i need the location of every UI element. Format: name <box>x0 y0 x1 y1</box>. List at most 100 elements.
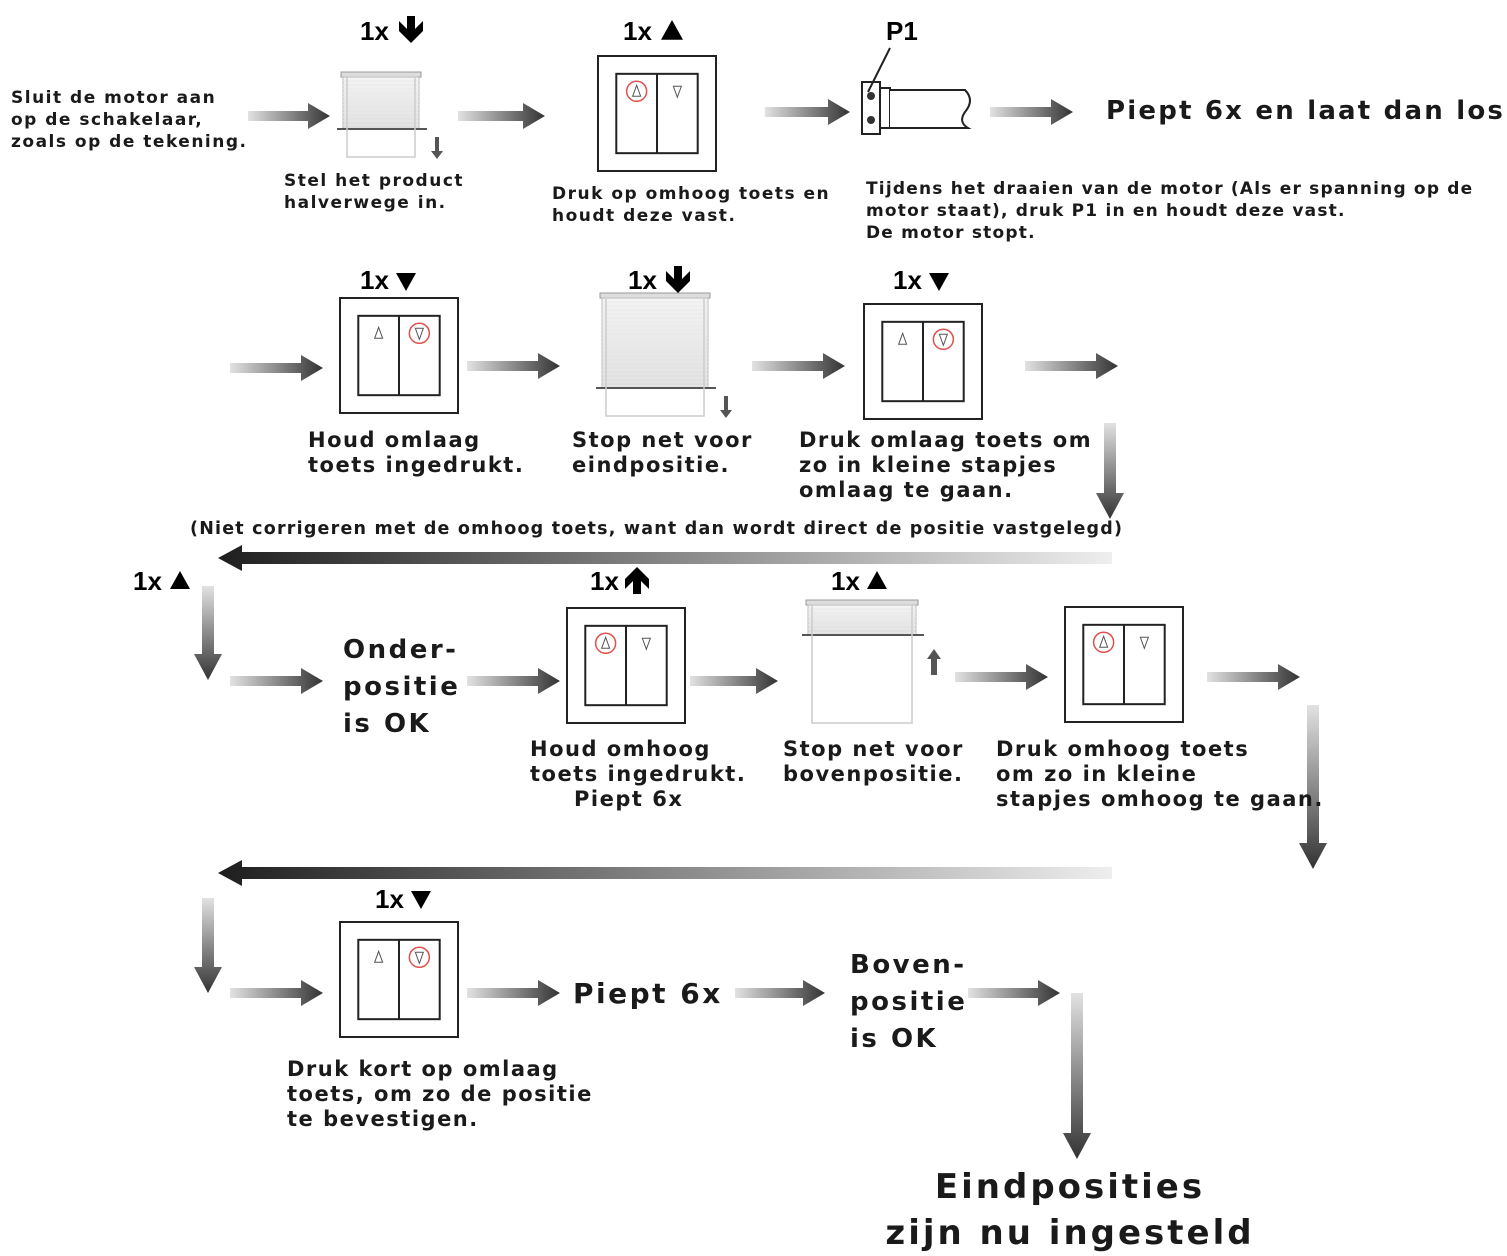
flow-arrow-right <box>1207 664 1300 690</box>
flow-arrow-right <box>955 664 1048 690</box>
wall-switch <box>597 55 717 172</box>
roller-shade <box>596 292 732 418</box>
window-frame <box>346 76 416 158</box>
pressed-key-marker <box>625 80 648 103</box>
flow-arrow-right <box>467 668 560 694</box>
flow-arrow-right <box>1025 353 1118 379</box>
flow-arrow-right <box>690 668 778 694</box>
down-arrow-icon <box>1139 636 1150 650</box>
flow-arrow-down <box>194 586 222 680</box>
flow-arrow-right <box>467 353 560 379</box>
flow-arrow-right <box>458 103 545 129</box>
result-beep-release: Piept 6x en laat dan los <box>1106 96 1506 126</box>
move-down-arrow-icon <box>720 396 732 418</box>
bold-arrow-down-icon <box>666 266 690 293</box>
flow-arrow-down <box>1299 705 1327 869</box>
up-arrow-icon <box>600 635 611 649</box>
wall-switch <box>863 303 983 420</box>
triangle-down-icon <box>396 273 416 291</box>
wall-switches <box>339 55 1184 1038</box>
badge-down-3: 1x <box>628 265 657 295</box>
triangle-up-icon <box>170 571 190 589</box>
up-arrow-icon <box>373 949 384 963</box>
p1-note: Tijdens het draaien van de motor (Als er… <box>866 179 1474 243</box>
badge-up-3: 1x <box>590 566 619 596</box>
badge-down-5: 1x <box>375 884 404 914</box>
flow-arrow-right <box>230 355 323 381</box>
move-down-arrow-icon <box>431 137 443 159</box>
down-arrow-icon <box>938 333 949 347</box>
triangle-up-icon <box>661 20 683 40</box>
shade-fabric <box>601 297 709 389</box>
down-arrow-icon <box>641 637 652 651</box>
window-frame <box>811 604 913 724</box>
beep-6x: Piept 6x <box>573 977 723 1010</box>
wall-switch <box>566 607 686 724</box>
flow-arrow-down <box>1096 423 1124 519</box>
bold-arrow-up-icon <box>625 567 649 594</box>
badge-up-4: 1x <box>831 566 860 596</box>
pressed-key-marker <box>594 632 617 655</box>
up-arrow-icon <box>1098 634 1109 648</box>
roller-shade <box>337 71 443 159</box>
tube-motor <box>861 47 972 135</box>
up-arrow-icon <box>631 83 642 97</box>
flow-arrow-right <box>230 980 323 1006</box>
badge-down-1: 1x <box>360 16 389 46</box>
flow-arrow-right <box>990 99 1073 125</box>
badge-down-4: 1x <box>893 265 922 295</box>
p1-label: P1 <box>886 16 918 46</box>
flow-arrow-right <box>752 353 845 379</box>
flow-arrow-right <box>248 103 330 129</box>
badge-down-2: 1x <box>360 265 389 295</box>
wall-switch <box>339 921 459 1038</box>
wall-switch <box>1064 606 1184 723</box>
pressed-key-marker <box>408 322 431 345</box>
up-arrow-icon <box>373 325 384 339</box>
shade-fabric <box>342 76 420 130</box>
flow-arrow-right <box>230 668 323 694</box>
flow-arrow-right <box>765 99 850 125</box>
down-arrow-icon <box>414 327 425 341</box>
wall-switch <box>339 297 459 414</box>
flow-arrow-down <box>194 898 222 993</box>
pressed-key-marker <box>408 946 431 969</box>
down-arrow-icon <box>414 951 425 965</box>
warning-note: (Niet corrigeren met de omhoog toets, wa… <box>190 519 1124 539</box>
triangle-down-icon <box>411 891 431 909</box>
badge-up-1: 1x <box>623 16 652 46</box>
window-frame <box>605 297 705 417</box>
flow-arrow-down <box>1063 993 1091 1159</box>
up-arrow-icon <box>897 331 908 345</box>
triangle-down-icon <box>929 273 949 291</box>
flow-arrow-left <box>218 860 1112 886</box>
badge-icons <box>170 16 949 909</box>
triangle-up-icon <box>867 571 887 589</box>
badge-up-2: 1x <box>133 566 162 596</box>
flow-arrows <box>194 99 1327 1159</box>
bold-arrow-down-icon <box>399 16 423 43</box>
roller-shade <box>802 599 941 724</box>
flow-arrow-right <box>467 980 560 1006</box>
move-up-arrow-icon <box>927 649 941 675</box>
flow-arrow-right <box>735 980 825 1006</box>
flow-arrow-left <box>218 545 1112 571</box>
down-arrow-icon <box>672 85 683 99</box>
pressed-key-marker <box>932 328 955 351</box>
roller-shades <box>337 71 941 724</box>
flow-arrow-right <box>968 980 1060 1006</box>
